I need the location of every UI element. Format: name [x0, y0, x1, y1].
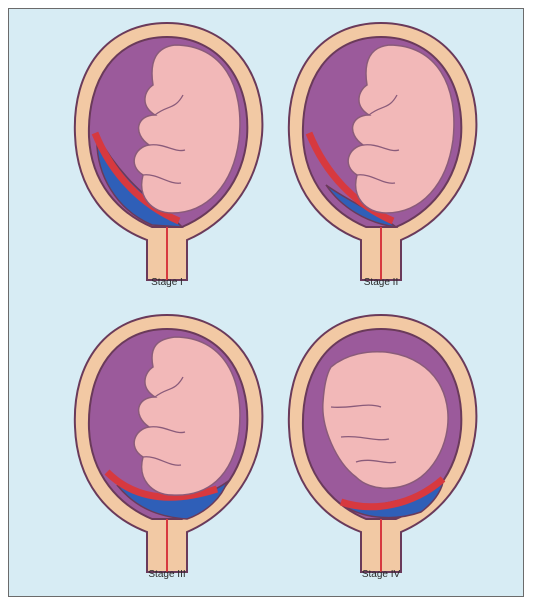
stage-3-uterus-illustration	[57, 307, 277, 587]
stage-1-panel: Stage I	[57, 15, 277, 295]
diagram-frame: Stage I Stage II Stage III	[8, 8, 524, 597]
stage-4-panel: Stage IV	[271, 307, 491, 587]
stage-1-uterus-illustration	[57, 15, 277, 295]
stage-4-uterus-illustration	[271, 307, 491, 587]
stage-1-caption: Stage I	[57, 277, 277, 288]
stage-3-panel: Stage III	[57, 307, 277, 587]
stage-2-panel: Stage II	[271, 15, 491, 295]
stage-3-caption: Stage III	[57, 569, 277, 580]
stage-4-caption: Stage IV	[271, 569, 491, 580]
stage-2-uterus-illustration	[271, 15, 491, 295]
stage-2-caption: Stage II	[271, 277, 491, 288]
